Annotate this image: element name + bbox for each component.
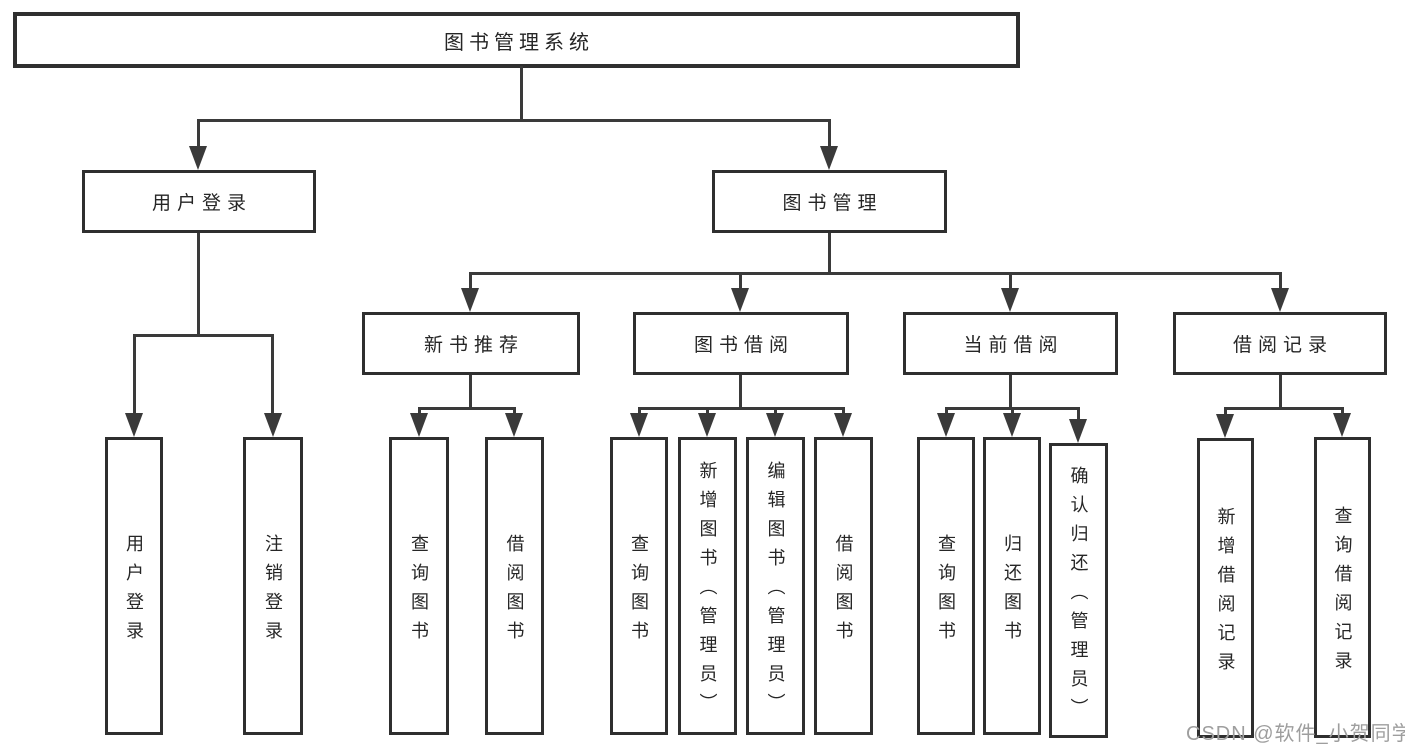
- node-search-borrow-record: 查询借阅记录: [1314, 437, 1371, 738]
- arrow-down-icon: [937, 413, 955, 437]
- node-new-book-recommendation: 新书推荐: [362, 312, 580, 375]
- connector-level2-rail: [197, 119, 831, 122]
- arrow-down-icon: [461, 288, 479, 312]
- node-borrowing-records: 借阅记录: [1173, 312, 1387, 375]
- node-label: 借阅图书: [504, 533, 525, 650]
- node-label: 用户登录: [151, 193, 252, 214]
- connector-drop-logout-leaf: [271, 334, 274, 414]
- node-label: 图书管理: [782, 193, 883, 214]
- connector-g3-drop3: [1077, 407, 1080, 423]
- connector-g3-drop2: [1011, 407, 1014, 417]
- connector-login-trunk: [197, 233, 200, 336]
- node-book-management: 图书管理: [712, 170, 947, 233]
- node-label: 编辑图书（管理员）: [765, 461, 786, 722]
- csdn-watermark: CSDN @软件_小贺同学: [1186, 723, 1405, 745]
- node-book-borrowing: 图书借阅: [633, 312, 849, 375]
- node-edit-book-admin: 编辑图书（管理员）: [746, 437, 805, 735]
- node-return-books: 归还图书: [983, 437, 1041, 735]
- node-user-login: 用户登录: [82, 170, 316, 233]
- arrow-down-icon: [630, 413, 648, 437]
- connector-g2-drop4: [842, 407, 845, 417]
- node-label: 注销登录: [263, 533, 283, 650]
- connector-drop-current-borrow: [1009, 272, 1012, 292]
- node-borrow-books-recommend: 借阅图书: [485, 437, 544, 735]
- arrow-down-icon: [766, 413, 784, 437]
- node-add-book-admin: 新增图书（管理员）: [678, 437, 737, 735]
- node-label: 查询图书: [936, 533, 956, 650]
- node-label: 查询图书: [629, 533, 649, 650]
- arrow-down-icon: [1003, 413, 1021, 437]
- connector-g4-trunk: [1279, 375, 1282, 409]
- arrow-down-icon: [1333, 413, 1351, 437]
- connector-g4-drop2: [1341, 407, 1344, 417]
- node-confirm-return-admin: 确认归还（管理员）: [1049, 443, 1108, 738]
- node-library-system: 图书管理系统: [13, 12, 1020, 68]
- connector-drop-login-leaf: [133, 334, 136, 414]
- node-label: 图书借阅: [693, 335, 794, 356]
- connector-mgmt-trunk: [828, 233, 831, 275]
- connector-drop-records: [1279, 272, 1282, 292]
- node-search-books-current: 查询图书: [917, 437, 975, 735]
- connector-g3-drop1: [945, 407, 948, 417]
- node-label: 新增图书（管理员）: [697, 461, 718, 722]
- arrow-down-icon: [505, 413, 523, 437]
- node-label: 新书推荐: [423, 335, 524, 356]
- arrow-down-icon: [189, 146, 207, 170]
- node-label: 新增借阅记录: [1215, 506, 1236, 681]
- connector-g2-rail: [639, 407, 844, 410]
- connector-g2-drop3: [774, 407, 777, 417]
- connector-g4-rail: [1225, 407, 1343, 410]
- node-add-borrow-record: 新增借阅记录: [1197, 438, 1254, 738]
- arrow-down-icon: [1001, 288, 1019, 312]
- connector-g2-trunk: [739, 375, 742, 409]
- node-label: 确认归还（管理员）: [1068, 465, 1089, 727]
- arrow-down-icon: [698, 413, 716, 437]
- arrow-down-icon: [731, 288, 749, 312]
- node-label: 查询借阅记录: [1332, 506, 1353, 680]
- arrow-down-icon: [834, 413, 852, 437]
- connector-g1-drop2: [513, 407, 516, 417]
- connector-g1-drop1: [418, 407, 421, 417]
- connector-g2-drop2: [706, 407, 709, 417]
- connector-drop-book-borrow: [739, 272, 742, 292]
- arrow-down-icon: [125, 413, 143, 437]
- node-borrow-books-leaf: 借阅图书: [814, 437, 873, 735]
- arrow-down-icon: [410, 413, 428, 437]
- connector-g1-rail: [419, 407, 516, 410]
- connector-login-rail: [133, 334, 274, 337]
- node-label: 图书管理系统: [444, 31, 594, 54]
- connector-drop-user-login: [197, 119, 200, 149]
- node-search-books-recommend: 查询图书: [389, 437, 449, 735]
- node-label: 借阅记录: [1232, 335, 1333, 356]
- connector-g1-trunk: [469, 375, 472, 409]
- node-label: 当前借阅: [963, 335, 1064, 356]
- connector-g3-trunk: [1009, 375, 1012, 409]
- connector-drop-new-book: [469, 272, 472, 292]
- arrow-down-icon: [1069, 419, 1087, 443]
- connector-drop-book-management: [828, 119, 831, 149]
- arrow-down-icon: [820, 146, 838, 170]
- connector-root-trunk: [520, 66, 523, 121]
- node-label: 归还图书: [1002, 533, 1022, 650]
- arrow-down-icon: [1271, 288, 1289, 312]
- node-label: 查询图书: [409, 533, 429, 650]
- node-label: 用户登录: [124, 533, 144, 650]
- node-current-borrowing: 当前借阅: [903, 312, 1118, 375]
- arrow-down-icon: [1216, 414, 1234, 438]
- node-logout-leaf: 注销登录: [243, 437, 303, 735]
- arrow-down-icon: [264, 413, 282, 437]
- connector-level3-rail: [470, 272, 1281, 275]
- node-label: 借阅图书: [833, 533, 854, 650]
- node-search-books-borrowing: 查询图书: [610, 437, 668, 735]
- connector-g4-drop1: [1224, 407, 1227, 417]
- node-user-login-leaf: 用户登录: [105, 437, 163, 735]
- connector-g2-drop1: [638, 407, 641, 417]
